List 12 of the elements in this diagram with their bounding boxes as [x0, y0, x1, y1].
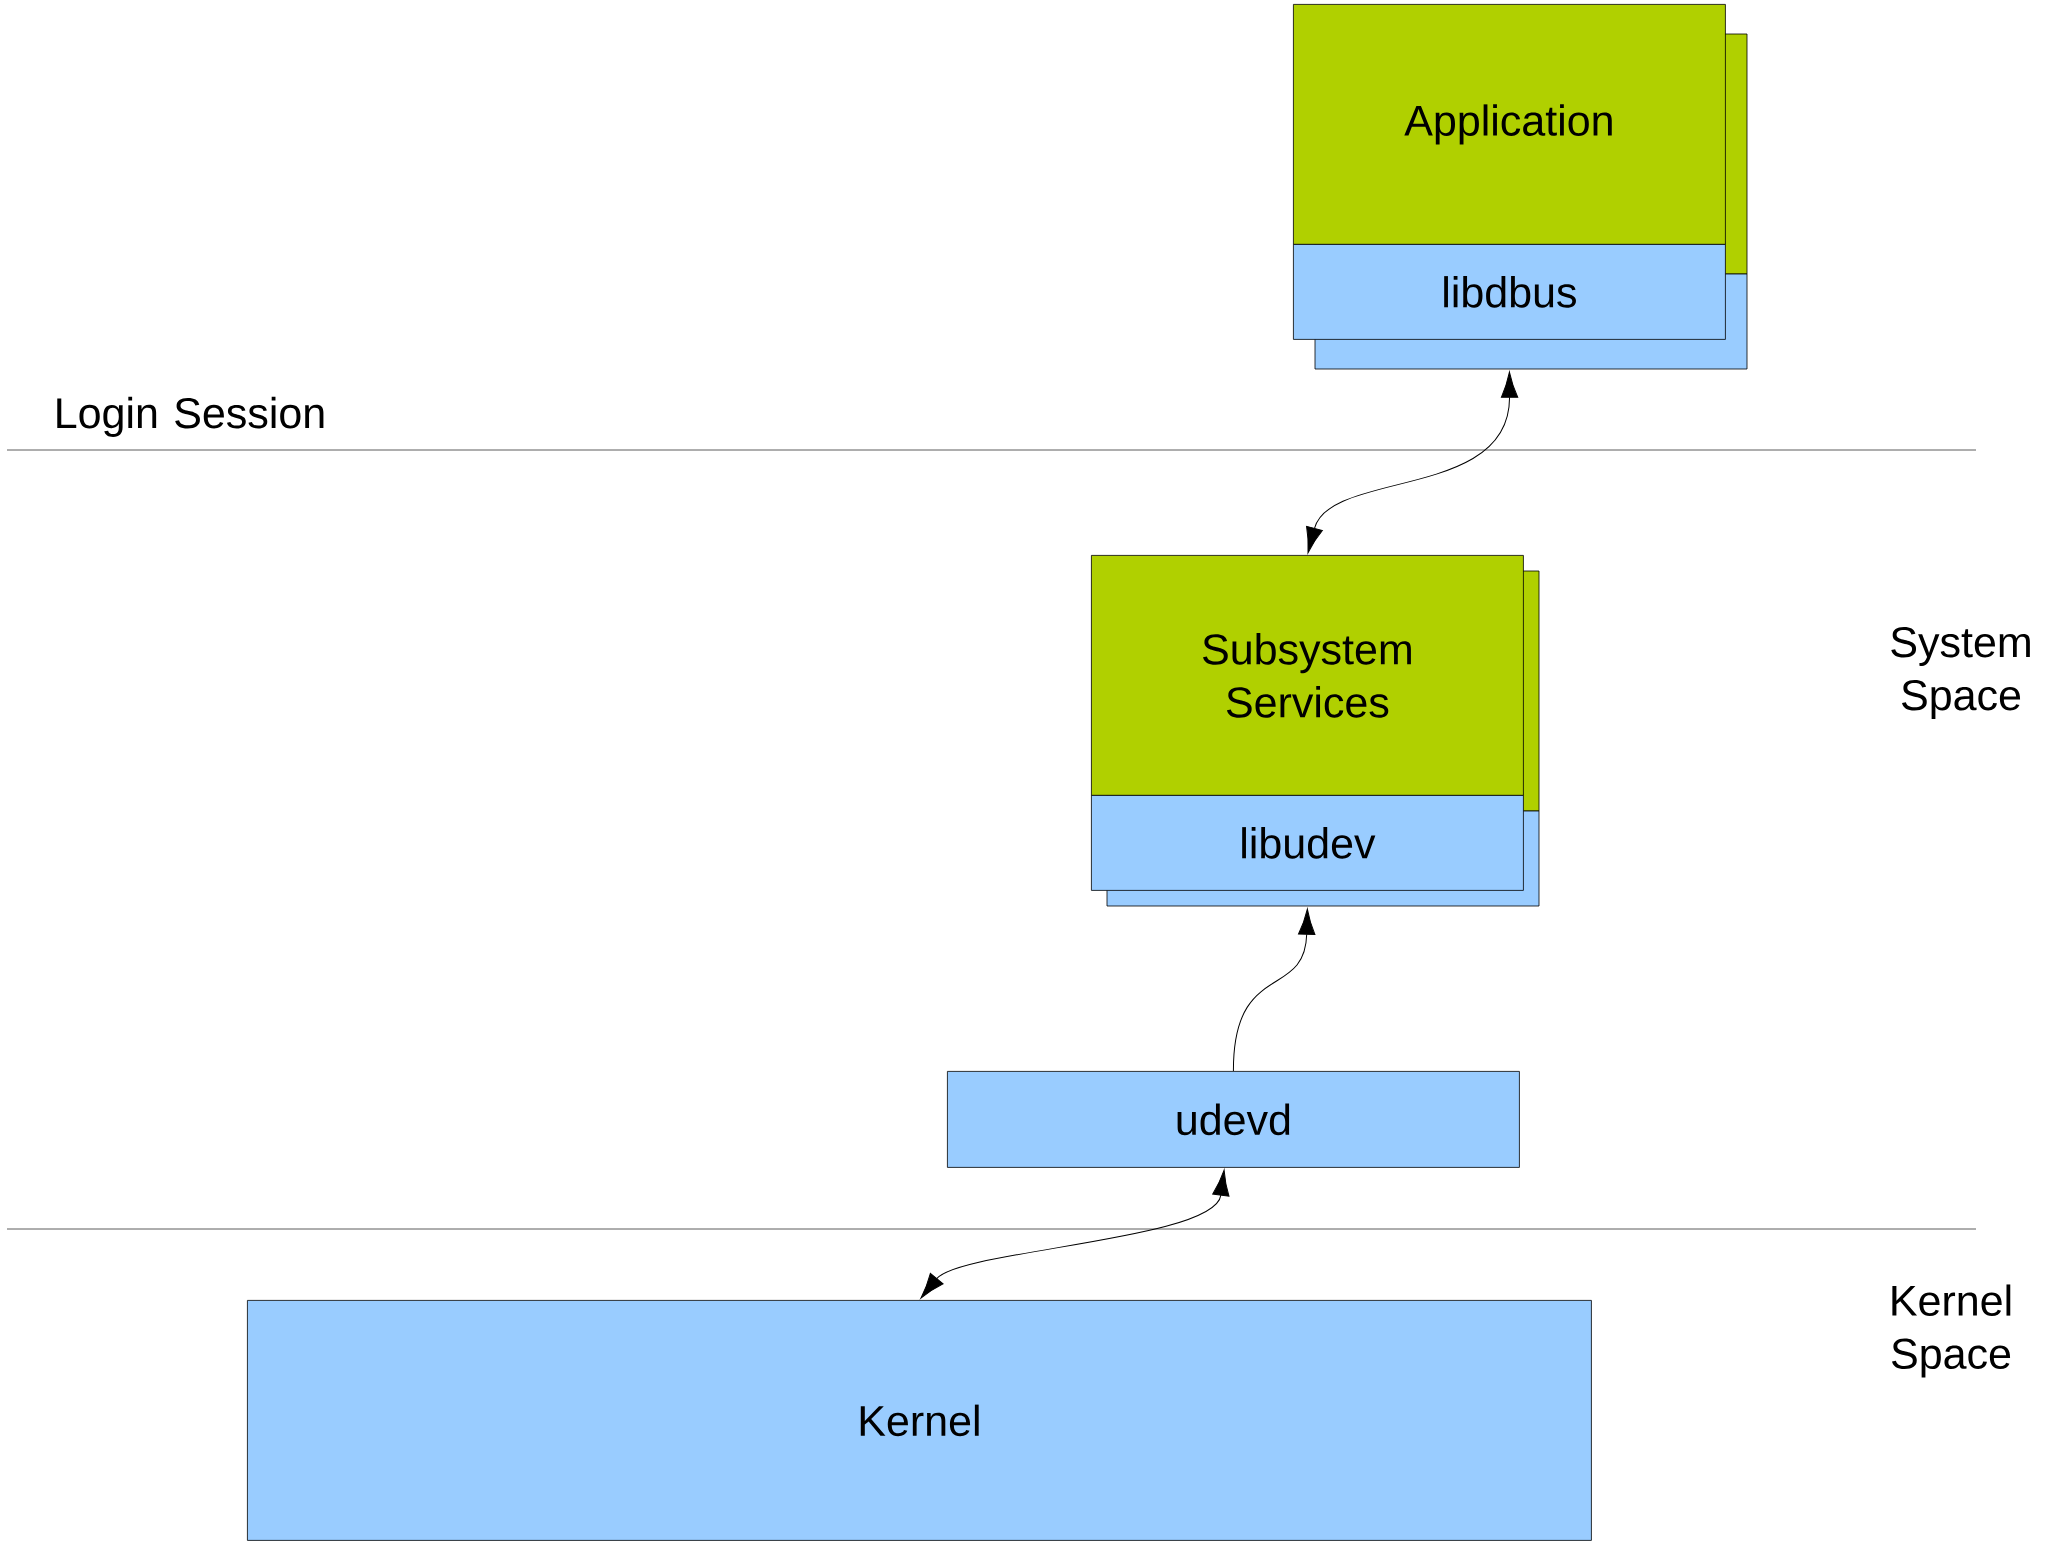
component-box: Subsystem Services: [1091, 555, 1524, 796]
library-box: udevd: [947, 1071, 1520, 1168]
layer-label: Login Session: [57, 396, 324, 437]
library-box: libdbus: [1293, 244, 1726, 340]
arrow: [1306, 371, 1519, 554]
library-box: libudev: [1091, 795, 1524, 891]
layer-label: System Space: [1891, 627, 2030, 719]
arrow: [1232, 908, 1316, 1072]
layer-label: Kernel Space: [1892, 1284, 2011, 1378]
kernel-box: Kernel: [247, 1300, 1592, 1541]
component-box: Application: [1293, 4, 1726, 245]
arrow: [920, 1169, 1230, 1299]
